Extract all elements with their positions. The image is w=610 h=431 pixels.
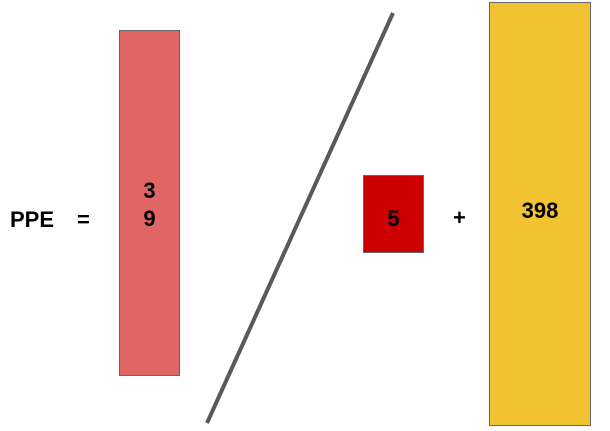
equals-sign: = — [77, 207, 90, 232]
box-5-value: 5 — [387, 206, 400, 231]
dark-red-box-5: 5 — [363, 175, 424, 253]
yellow-bar-398: 398 — [489, 2, 591, 426]
ppe-label: PPE — [10, 207, 55, 232]
plus-sign: + — [453, 205, 466, 230]
bar-398-value: 398 — [521, 198, 559, 223]
red-bar-39: 3 9 — [119, 30, 180, 376]
division-slash — [205, 12, 395, 424]
bar-39-value: 3 9 — [143, 178, 156, 231]
